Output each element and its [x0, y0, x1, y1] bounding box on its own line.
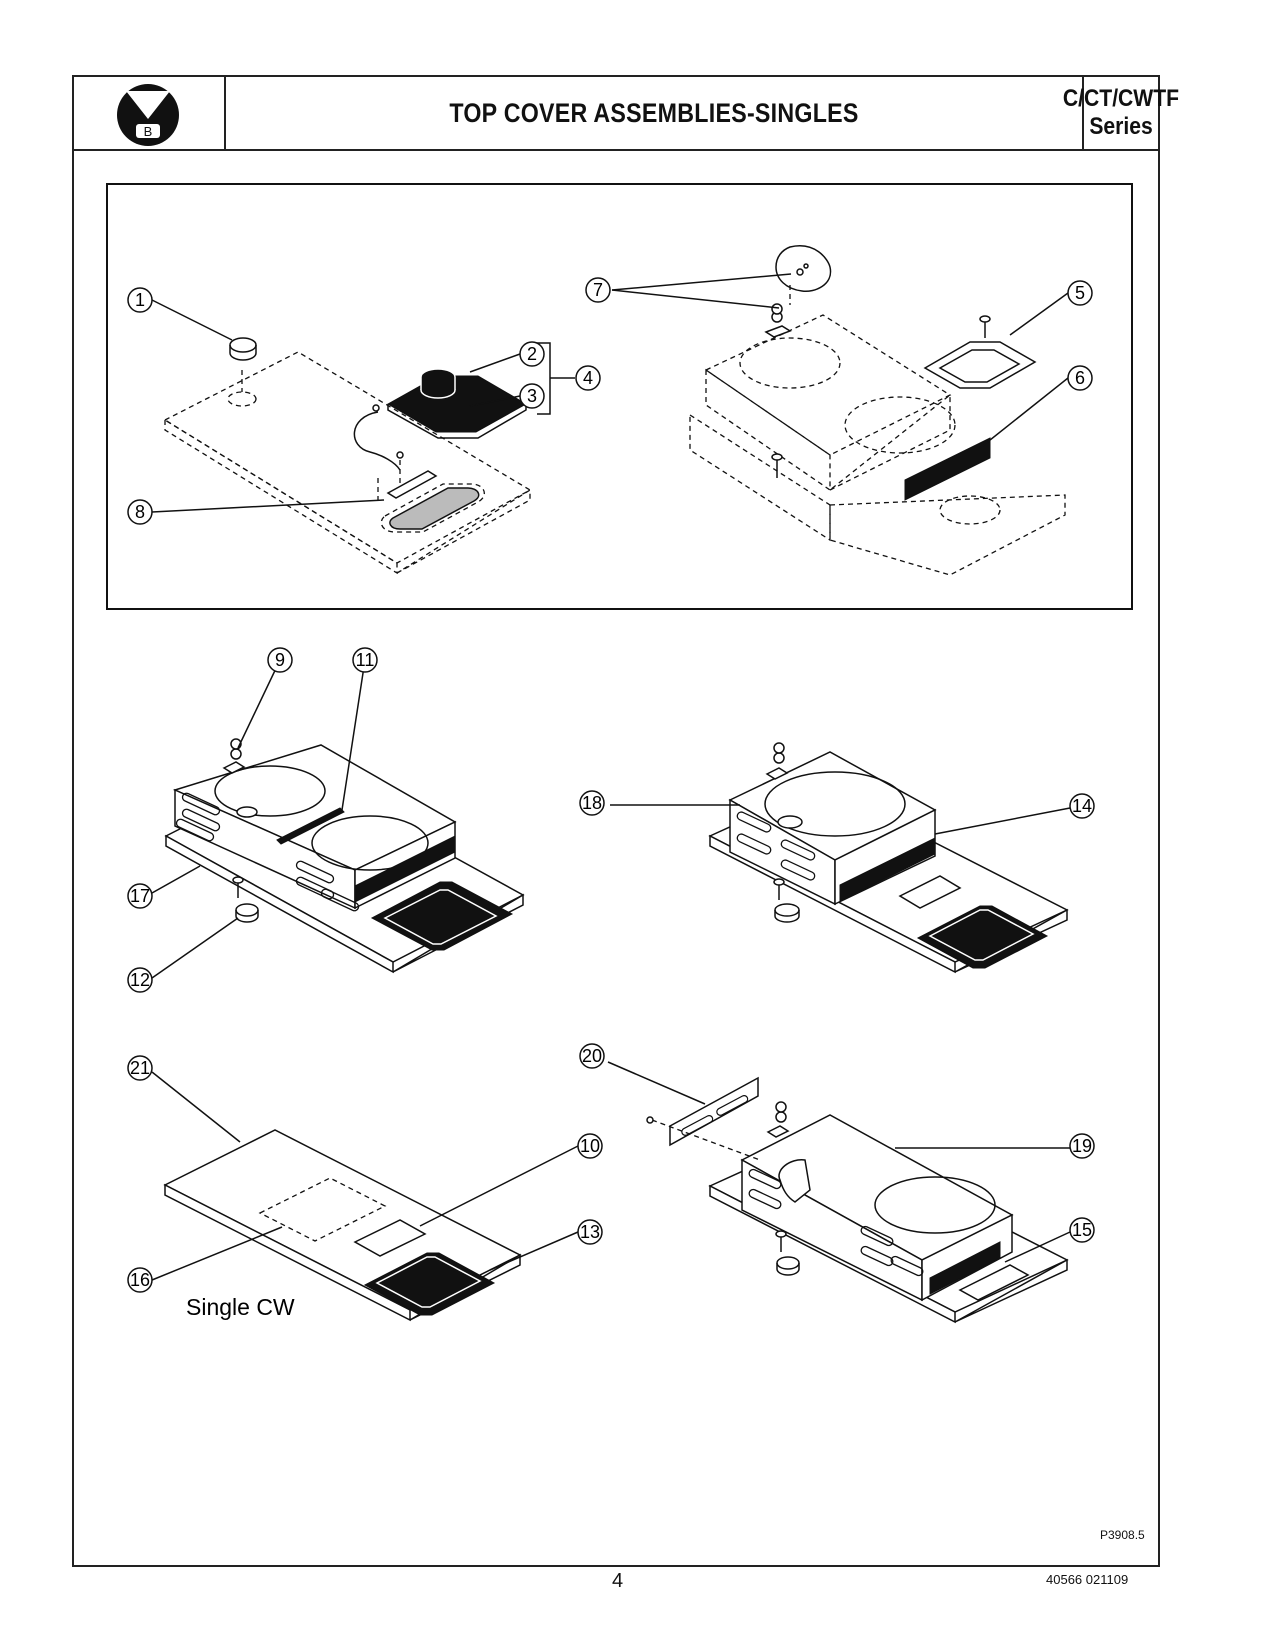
svg-text:4: 4 — [583, 368, 593, 388]
svg-text:11: 11 — [356, 650, 375, 670]
callout-7: 7 — [585, 277, 611, 303]
svg-text:9: 9 — [275, 650, 285, 670]
document-code: 40566 021109 — [1046, 1572, 1129, 1587]
svg-text:1: 1 — [135, 290, 145, 310]
callout-4: 4 — [575, 365, 601, 391]
upper-left-assembly — [163, 337, 532, 575]
single-cw-label: Single CW — [186, 1294, 295, 1320]
svg-text:5: 5 — [1075, 283, 1085, 303]
leader-lines — [151, 273, 1071, 1281]
svg-text:7: 7 — [593, 280, 603, 300]
title-cell: TOP COVER ASSEMBLIES-SINGLES — [226, 77, 1084, 149]
svg-text:8: 8 — [135, 502, 145, 522]
callouts: 1 2 3 4 5 6 7 8 9 10 11 12 13 14 15 16 1… — [127, 277, 1095, 1293]
svg-text:3: 3 — [527, 386, 537, 406]
middle-right-assembly — [708, 742, 1069, 974]
callout-21: 21 — [127, 1055, 153, 1081]
page-header: B TOP COVER ASSEMBLIES-SINGLES C/CT/CWTF… — [74, 77, 1179, 151]
figure-code: P3908.5 — [1100, 1528, 1145, 1542]
svg-text:13: 13 — [580, 1222, 600, 1242]
svg-text:2: 2 — [527, 344, 537, 364]
svg-text:20: 20 — [582, 1046, 602, 1066]
series-line-1: C/CT/CWTF — [1062, 85, 1180, 112]
upper-right-assembly — [689, 245, 1066, 576]
svg-text:19: 19 — [1072, 1136, 1092, 1156]
page-number: 4 — [612, 1570, 624, 1592]
lower-left-assembly — [163, 1129, 522, 1322]
callout-12: 12 — [127, 967, 153, 993]
callout-19: 19 — [1069, 1133, 1095, 1159]
page-title: TOP COVER ASSEMBLIES-SINGLES — [449, 97, 859, 128]
callout-3: 3 — [519, 383, 545, 409]
callout-17: 17 — [127, 883, 153, 909]
callout-20: 20 — [579, 1043, 605, 1069]
svg-text:12: 12 — [130, 970, 150, 990]
series-cell: C/CT/CWTF Series — [1063, 77, 1179, 149]
callout-9: 9 — [267, 647, 293, 673]
svg-text:6: 6 — [1075, 368, 1085, 388]
callout-11: 11 — [352, 647, 378, 673]
callout-1: 1 — [127, 287, 153, 313]
svg-text:18: 18 — [582, 793, 602, 813]
upper-inset-box — [106, 183, 1133, 610]
middle-left-assembly — [164, 738, 525, 974]
logo-letter: B — [144, 124, 153, 139]
svg-text:21: 21 — [130, 1058, 150, 1078]
callout-16: 16 — [127, 1267, 153, 1293]
brand-logo: B — [117, 84, 179, 146]
callout-15: 15 — [1069, 1217, 1095, 1243]
callout-10: 10 — [577, 1133, 603, 1159]
svg-text:10: 10 — [580, 1136, 600, 1156]
callout-5: 5 — [1067, 280, 1093, 306]
callout-6: 6 — [1067, 365, 1093, 391]
callout-2: 2 — [519, 341, 545, 367]
lower-right-assembly — [646, 1076, 1069, 1324]
callout-14: 14 — [1069, 793, 1095, 819]
callout-18: 18 — [579, 790, 605, 816]
callout-13: 13 — [577, 1219, 603, 1245]
logo-cell: B — [74, 77, 226, 149]
callout-8: 8 — [127, 499, 153, 525]
page-frame: B TOP COVER ASSEMBLIES-SINGLES C/CT/CWTF… — [72, 75, 1179, 1567]
svg-text:14: 14 — [1072, 796, 1092, 816]
series-line-2: Series — [1089, 113, 1153, 140]
svg-text:17: 17 — [130, 886, 150, 906]
svg-text:15: 15 — [1072, 1220, 1092, 1240]
svg-text:16: 16 — [130, 1270, 150, 1290]
